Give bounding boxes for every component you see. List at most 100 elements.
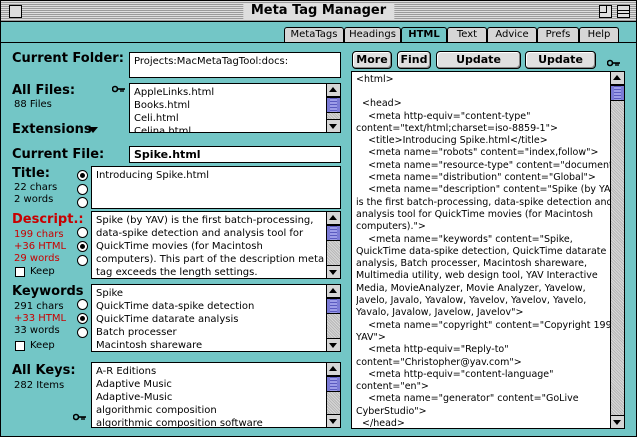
collapse-box-icon[interactable] (617, 5, 630, 18)
keywords-scrollbar[interactable] (326, 285, 340, 351)
close-box-icon[interactable] (9, 5, 22, 18)
list-item[interactable]: Books.html (134, 100, 191, 111)
update-file-button[interactable]: Update File (525, 51, 596, 82)
tab-html[interactable]: HTML (401, 27, 447, 43)
list-item[interactable]: Celina.html (134, 126, 192, 133)
tab-advice[interactable]: Advice (487, 27, 537, 42)
html-source-line: <meta name="generator" content="GoLive (356, 393, 579, 405)
tab-text[interactable]: Text (447, 27, 487, 42)
html-source-lines: <html> <head> <meta http-equiv="content-… (352, 72, 624, 429)
description-field[interactable]: Spike (by YAV) is the first batch-proces… (91, 211, 341, 279)
scroll-up-arrow-icon[interactable] (327, 84, 340, 97)
html-source-line: analysis tool for QuickTime movies (for … (356, 208, 594, 220)
html-source-line: <meta name="description" content="Spike … (356, 184, 620, 196)
keywords-radio-option[interactable] (77, 327, 88, 338)
html-source-scrollbar[interactable] (610, 72, 624, 428)
tab-help[interactable]: Help (579, 27, 619, 42)
html-source-line: </head> (356, 418, 405, 429)
title-field[interactable]: Introducing Spike.html (91, 166, 341, 209)
scroll-down-arrow-icon[interactable] (611, 415, 624, 428)
scroll-thumb[interactable] (327, 225, 340, 241)
find-button[interactable]: Find (397, 51, 431, 69)
scroll-thumb[interactable] (611, 85, 624, 101)
extensions-label[interactable]: Extensions (12, 122, 92, 137)
keyword-line: QuickTime data-spike detection (96, 301, 255, 312)
keywords-radio-option[interactable] (77, 299, 88, 310)
tab-headings[interactable]: Headings (344, 27, 401, 42)
html-source-line: QuickTime data-spike detection, QuickTim… (356, 245, 607, 257)
title-radio-on[interactable] (77, 170, 88, 181)
keywords-field[interactable]: Spike QuickTime data-spike detection Qui… (91, 284, 341, 352)
update-html-button[interactable]: Update HTML (436, 51, 521, 82)
key-icon (111, 85, 126, 96)
list-item[interactable]: A-R Editions (96, 366, 157, 377)
list-item[interactable]: Adaptive Music (96, 379, 172, 390)
scroll-down-arrow-icon[interactable] (327, 119, 340, 132)
keywords-chars: 291 chars (14, 301, 64, 312)
window-title: Meta Tag Manager (242, 3, 395, 19)
tab-prefs[interactable]: Prefs (537, 27, 579, 42)
description-label: Descript.: (12, 212, 84, 227)
tab-divider (1, 42, 636, 43)
tab-metatags[interactable]: MetaTags (284, 27, 344, 42)
scroll-up-arrow-icon[interactable] (327, 285, 340, 298)
description-radio-option[interactable] (77, 255, 88, 266)
description-html-count: +36 HTML (14, 241, 67, 252)
html-source-line (356, 86, 620, 98)
html-source-line: Multimedia utility, web design tool, YAV… (356, 270, 598, 282)
more-button[interactable]: More (352, 51, 392, 69)
extensions-dropdown-icon[interactable] (88, 127, 98, 133)
html-source-line: <meta name="copyright" content="Copyrigh… (356, 319, 618, 331)
keywords-words: 33 words (14, 325, 60, 336)
scroll-down-arrow-icon[interactable] (327, 265, 340, 278)
keywords-html-count: +33 HTML (14, 313, 67, 324)
all-keys-list[interactable]: A-R Editions Adaptive Music Adaptive-Mus… (91, 362, 341, 428)
html-source-line: content="text/html;charset=iso-8859-1"> (356, 122, 558, 134)
html-source-line: analysis, Batch processer, Macintosh sha… (356, 258, 588, 270)
list-item[interactable]: algorithmic composition software (96, 418, 263, 428)
current-folder-value: Projects:MacMetaTagTool:docs: (134, 56, 289, 67)
title-radio-option[interactable] (77, 197, 88, 208)
keywords-keep-checkbox[interactable] (15, 341, 25, 351)
all-files-scrollbar[interactable] (326, 84, 340, 132)
list-item[interactable]: Adaptive-Music (96, 392, 173, 403)
scroll-down-arrow-icon[interactable] (327, 414, 340, 427)
list-item[interactable]: AppleLinks.html (134, 87, 215, 98)
current-file-field[interactable]: Spike.html (129, 146, 341, 163)
all-keys-scrollbar[interactable] (326, 363, 340, 427)
list-item[interactable]: algorithmic composition (96, 405, 217, 416)
html-source-editor[interactable]: <html> <head> <meta http-equiv="content-… (351, 71, 625, 429)
scroll-up-arrow-icon[interactable] (327, 363, 340, 376)
html-source-line: <head> (356, 98, 402, 110)
html-source-line: content="Christopher@yav.com"> (356, 356, 522, 368)
keyword-line: Spike (96, 288, 124, 299)
title-words: 2 words (14, 194, 54, 205)
html-source-line: Javelo, Javalo, Yavalow, Yavelov, Yavelo… (356, 295, 587, 307)
description-radio-on[interactable] (77, 241, 88, 252)
scroll-down-arrow-icon[interactable] (327, 338, 340, 351)
title-radio-option[interactable] (77, 184, 88, 195)
scroll-up-arrow-icon[interactable] (327, 212, 340, 225)
title-chars: 22 chars (14, 182, 58, 193)
description-scrollbar[interactable] (326, 212, 340, 278)
zoom-box-icon[interactable] (599, 5, 612, 18)
description-radio-option[interactable] (77, 227, 88, 238)
current-file-label: Current File: (12, 147, 105, 162)
current-file-value: Spike.html (134, 148, 201, 161)
keywords-radio-on[interactable] (77, 313, 88, 324)
title-bar[interactable]: Meta Tag Manager (1, 1, 636, 22)
current-folder-field[interactable]: Projects:MacMetaTagTool:docs: (129, 52, 341, 78)
scroll-thumb[interactable] (327, 376, 340, 392)
description-line: Spike (by YAV) is the first batch-proces… (96, 215, 314, 226)
description-keep-checkbox[interactable] (15, 267, 25, 277)
scroll-thumb[interactable] (327, 97, 340, 113)
html-source-line: <html> (356, 74, 394, 85)
all-files-list[interactable]: AppleLinks.html Books.html Celi.html Cel… (129, 83, 341, 133)
html-source-line: Yavalo, Javalow, Javelow, Javelov"> (356, 307, 524, 319)
scroll-up-arrow-icon[interactable] (611, 72, 624, 85)
description-line: tag exceeds the length settings. (96, 267, 258, 278)
keywords-keep-label: Keep (30, 340, 55, 351)
key-icon (72, 413, 87, 424)
list-item[interactable]: Celi.html (134, 113, 179, 124)
scroll-thumb[interactable] (327, 298, 340, 314)
